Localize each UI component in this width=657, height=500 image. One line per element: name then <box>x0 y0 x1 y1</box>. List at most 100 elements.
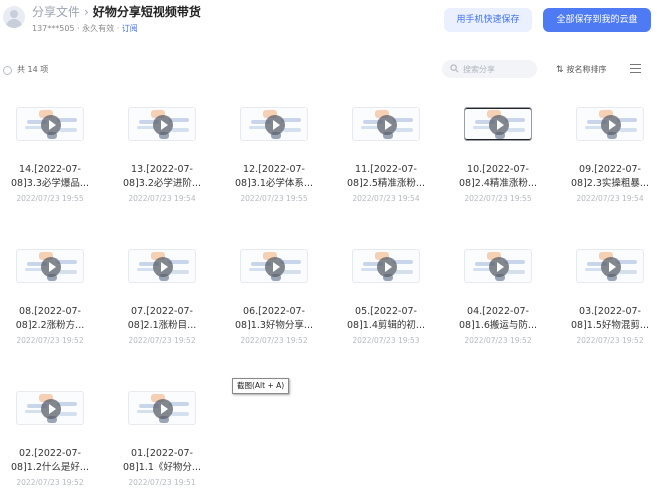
video-thumbnail[interactable] <box>240 107 308 141</box>
file-name-line1: 13.[2022-07- <box>131 164 193 175</box>
file-name: 11.[2022-07- 08]2.5精准涨粉... <box>336 163 436 191</box>
video-thumbnail[interactable] <box>576 249 644 283</box>
file-tile[interactable]: 10.[2022-07- 08]2.4精准涨粉... 2022/07/23 19:5… <box>448 107 548 207</box>
file-tile[interactable]: 03.[2022-07-08]1.5好物混剪... 2022/07/23 19:5… <box>560 249 657 349</box>
sort-arrows-icon: ⇅ <box>556 65 564 75</box>
file-name-line1: 02.[2022-07- <box>19 448 81 459</box>
file-name: 07.[2022-07-08]2.1涨粉目... <box>112 305 212 333</box>
file-tile[interactable]: 11.[2022-07- 08]2.5精准涨粉... 2022/07/23 19:5… <box>336 107 436 207</box>
play-icon[interactable] <box>153 399 173 419</box>
video-thumbnail[interactable] <box>16 391 84 425</box>
file-name-line2: 08]2.4精准涨粉... <box>459 178 537 189</box>
file-date: 2022/07/23 19:52 <box>16 478 84 487</box>
file-name: 13.[2022-07- 08]3.2必学进阶... <box>112 163 212 191</box>
video-thumbnail[interactable] <box>128 107 196 141</box>
play-icon[interactable] <box>601 257 621 277</box>
play-icon[interactable] <box>265 115 285 135</box>
search-input[interactable]: 搜索分享 <box>442 60 537 78</box>
video-thumbnail[interactable] <box>16 107 84 141</box>
avatar[interactable] <box>3 6 25 28</box>
file-name-line1: 10.[2022-07- <box>467 164 529 175</box>
play-icon[interactable] <box>41 257 61 277</box>
file-name-line2: 08]1.6搬运与防... <box>459 320 537 331</box>
file-tile[interactable]: 07.[2022-07-08]2.1涨粉目... 2022/07/23 19:52 <box>112 249 212 349</box>
file-name: 12.[2022-07-08]3.1必学体系... <box>224 163 324 191</box>
file-date: 2022/07/23 19:54 <box>352 194 420 203</box>
file-name-line1: 05.[2022-07- <box>355 306 417 317</box>
video-thumbnail[interactable] <box>240 249 308 283</box>
play-icon[interactable] <box>265 257 285 277</box>
file-date: 2022/07/23 19:55 <box>464 194 532 203</box>
file-tile[interactable]: 09.[2022-07-08]2.3实操粗暴...2022/07/23 19:5… <box>560 107 657 207</box>
screenshot-tooltip: 截图(Alt + A) <box>232 378 290 394</box>
file-toolbar: 共 14 项 搜索分享 ⇅按名称排序 <box>0 58 657 82</box>
sort-label: 按名称排序 <box>566 65 607 74</box>
video-thumbnail[interactable] <box>128 391 196 425</box>
file-name-line2: 08]1.3好物分享... <box>235 320 313 331</box>
phone-quick-save-button[interactable]: 用手机快速保存 <box>444 8 532 32</box>
video-thumbnail[interactable] <box>352 249 420 283</box>
file-date: 2022/07/23 19:51 <box>128 478 196 487</box>
video-thumbnail[interactable] <box>576 107 644 141</box>
video-thumbnail[interactable] <box>464 249 532 283</box>
breadcrumb-root[interactable]: 分享文件 <box>32 5 81 19</box>
play-icon[interactable] <box>41 399 61 419</box>
play-icon[interactable] <box>489 257 509 277</box>
file-tile[interactable]: 14.[2022-07-08]3.3必学爆品...2022/07/23 19:5… <box>0 107 100 207</box>
file-name-line2: 08]2.3实操粗暴... <box>571 178 649 189</box>
file-tile[interactable]: 01.[2022-07-08]1.1《好物分...2022/07/23 19:5… <box>112 391 212 491</box>
file-name-line2: 08]2.5精准涨粉... <box>347 178 425 189</box>
share-meta: 137***505 · 永久有效 · 订阅 <box>32 23 138 34</box>
play-icon[interactable] <box>153 115 173 135</box>
subscribe-link[interactable]: 订阅 <box>121 24 138 33</box>
search-icon <box>450 64 459 73</box>
video-thumbnail[interactable] <box>464 107 532 141</box>
file-name-line2: 08]3.1必学体系... <box>235 178 313 189</box>
file-name: 02.[2022-07-08]1.2什么是好... <box>0 447 100 475</box>
play-icon[interactable] <box>377 115 397 135</box>
file-name: 06.[2022-07- 08]1.3好物分享... <box>224 305 324 333</box>
file-date: 2022/07/23 19:55 <box>16 194 84 203</box>
select-all-checkbox[interactable] <box>3 66 12 75</box>
file-tile[interactable]: 05.[2022-07-08]1.4剪辑的初... 2022/07/23 19:5… <box>336 249 436 349</box>
file-tile[interactable]: 12.[2022-07-08]3.1必学体系... 2022/07/23 19:5… <box>224 107 324 207</box>
file-name-line1: 04.[2022-07- <box>467 306 529 317</box>
file-tile[interactable]: 06.[2022-07-08]1.3好物分享...2022/07/23 19:5… <box>224 249 324 349</box>
file-tile[interactable]: 08.[2022-07-08]2.2涨粉方... 2022/07/23 19:52 <box>0 249 100 349</box>
file-date: 2022/07/23 19:52 <box>464 336 532 345</box>
file-date: 2022/07/23 19:52 <box>576 336 644 345</box>
play-icon[interactable] <box>41 115 61 135</box>
file-tile[interactable]: 04.[2022-07- 08]1.6搬运与防... 2022/07/23 19:5… <box>448 249 548 349</box>
file-date: 2022/07/23 19:52 <box>128 336 196 345</box>
file-name-line1: 06.[2022-07- <box>243 306 305 317</box>
file-name: 09.[2022-07-08]2.3实操粗暴... <box>560 163 657 191</box>
file-name-line1: 11.[2022-07- <box>355 164 417 175</box>
file-name: 03.[2022-07-08]1.5好物混剪... <box>560 305 657 333</box>
play-icon[interactable] <box>153 257 173 277</box>
file-name: 05.[2022-07-08]1.4剪辑的初... <box>336 305 436 333</box>
file-name-line1: 08.[2022-07- <box>19 306 81 317</box>
video-thumbnail[interactable] <box>352 107 420 141</box>
file-name-line1: 03.[2022-07- <box>579 306 641 317</box>
file-name-line1: 01.[2022-07- <box>131 448 193 459</box>
file-tile[interactable]: 13.[2022-07-08]3.2必学进阶...2022/07/23 19:5… <box>112 107 212 207</box>
save-all-to-cloud-button[interactable]: 全部保存到我的云盘 <box>543 8 651 32</box>
play-icon[interactable] <box>377 257 397 277</box>
play-icon[interactable] <box>489 115 509 135</box>
file-date: 2022/07/23 19:55 <box>240 194 308 203</box>
file-name: 08.[2022-07-08]2.2涨粉方... <box>0 305 100 333</box>
breadcrumb: 分享文件›好物分享短视频带货 <box>32 5 201 19</box>
sort-by-name-button[interactable]: ⇅按名称排序 <box>556 64 607 75</box>
list-view-menu-icon[interactable] <box>630 64 641 73</box>
file-date: 2022/07/23 19:52 <box>16 336 84 345</box>
file-tile[interactable]: 02.[2022-07-08]1.2什么是好... 2022/07/23 19:5… <box>0 391 100 491</box>
file-name-line2: 08]3.2必学进阶... <box>123 178 201 189</box>
item-count: 共 14 项 <box>17 65 49 74</box>
file-name-line2: 08]2.1涨粉目... <box>127 320 197 331</box>
file-date: 2022/07/23 19:53 <box>352 336 420 345</box>
video-thumbnail[interactable] <box>16 249 84 283</box>
page-title: 好物分享短视频带货 <box>92 5 201 19</box>
video-thumbnail[interactable] <box>128 249 196 283</box>
play-icon[interactable] <box>601 115 621 135</box>
